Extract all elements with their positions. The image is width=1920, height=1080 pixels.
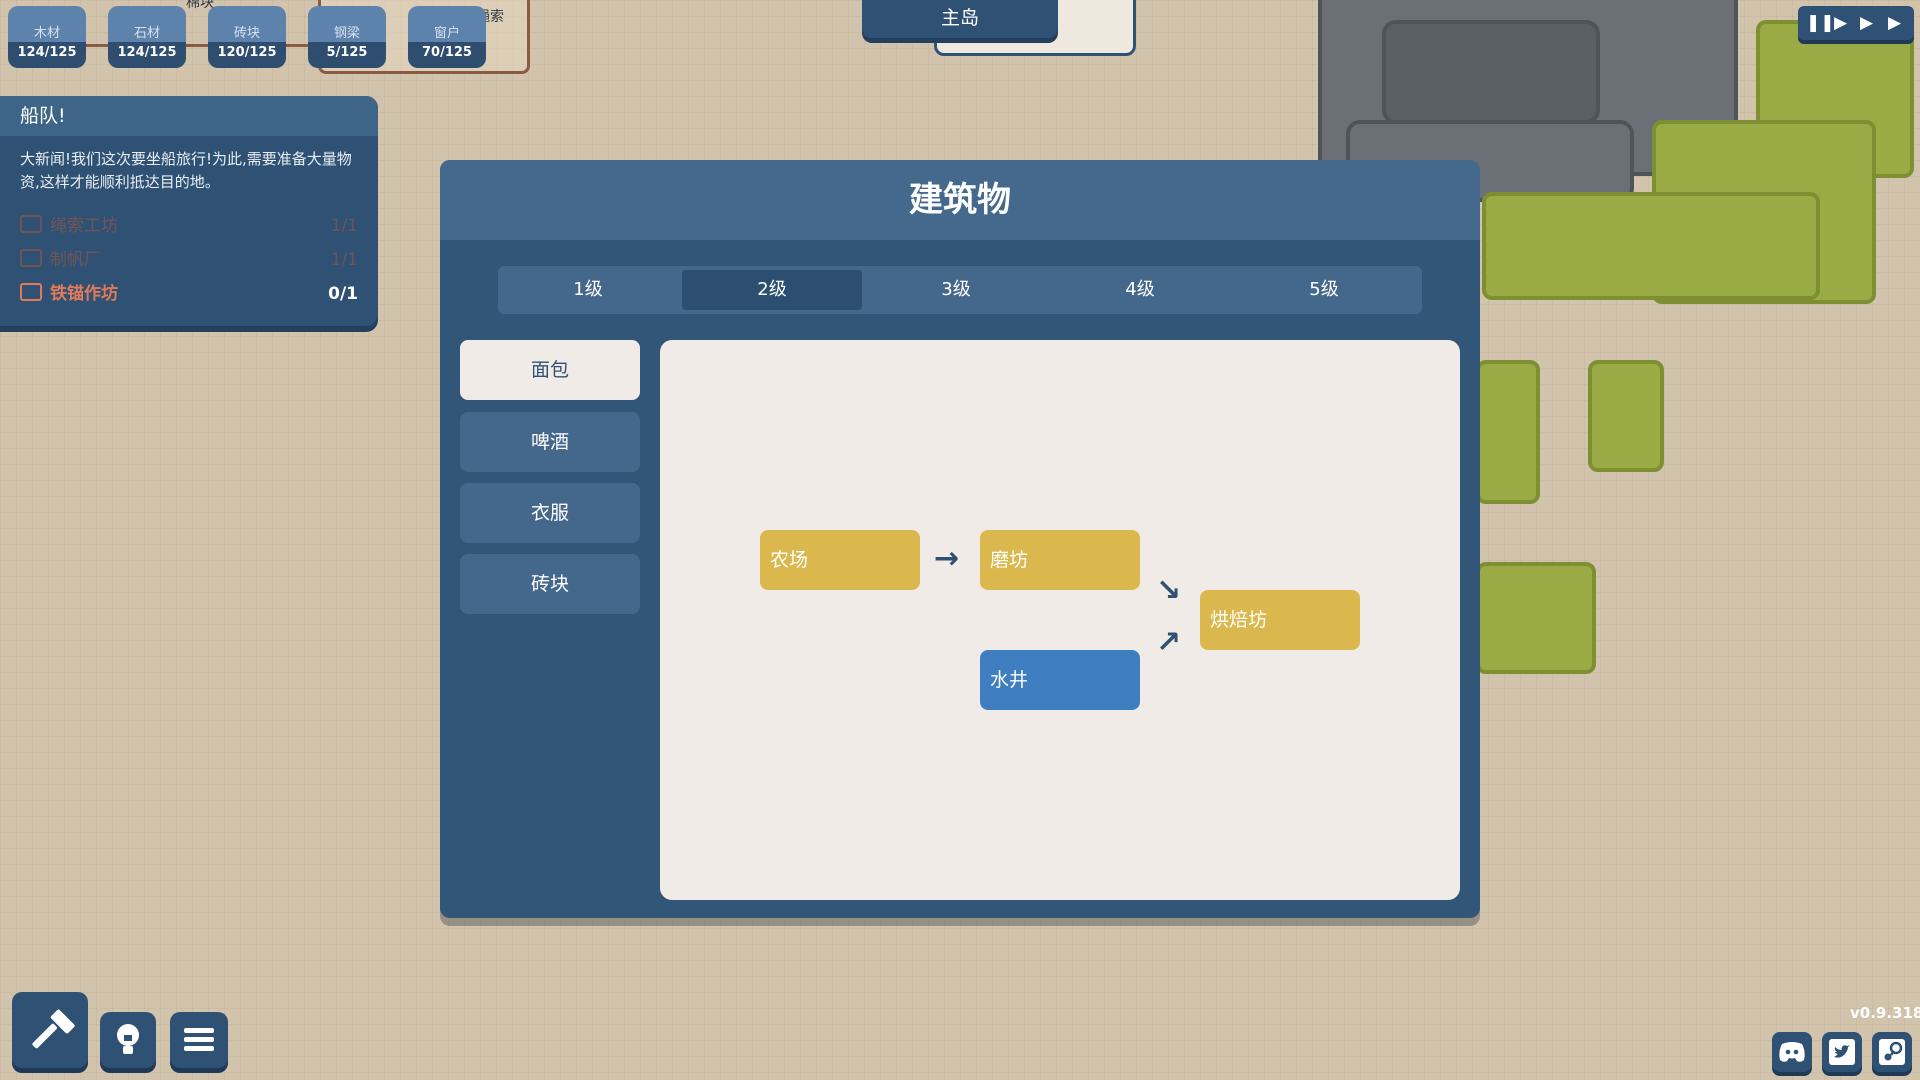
discord-button[interactable] bbox=[1772, 1032, 1812, 1072]
menu-icon bbox=[184, 1028, 214, 1051]
resource-name: 砖块 bbox=[233, 26, 260, 41]
resource-name: 木材 bbox=[33, 26, 60, 41]
category-clothes[interactable]: 衣服 bbox=[460, 483, 640, 543]
menu-button[interactable] bbox=[170, 1012, 228, 1068]
quest-item-count: 1/1 bbox=[330, 216, 358, 236]
map-grass-tile-small3 bbox=[1476, 562, 1596, 674]
steam-icon bbox=[1879, 1039, 1905, 1065]
production-chain-canvas: 农场 → 磨坊 水井 ↘ ↗ 烘焙坊 bbox=[660, 340, 1460, 900]
resource-value: 70/125 bbox=[408, 42, 486, 64]
resource-value: 124/125 bbox=[108, 42, 186, 64]
quest-panel[interactable]: 船队! 大新闻!我们这次要坐船旅行!为此,需要准备大量物资,这样才能顺利抵达目的… bbox=[0, 96, 378, 326]
version-label: v0.9.318 bbox=[1850, 1004, 1920, 1022]
category-beer[interactable]: 啤酒 bbox=[460, 412, 640, 472]
node-farm[interactable]: 农场 bbox=[760, 530, 920, 590]
resource-value: 124/125 bbox=[8, 42, 86, 64]
resource-name: 窗户 bbox=[433, 26, 460, 41]
fast-forward-icon[interactable]: ▶ bbox=[1860, 13, 1874, 33]
resource-value: 5/125 bbox=[308, 42, 386, 64]
quest-item-rope-workshop: 绳索工坊 1/1 bbox=[20, 212, 358, 240]
play-icon[interactable]: ▶ bbox=[1834, 13, 1848, 33]
tab-tier-4[interactable]: 4级 bbox=[1125, 279, 1155, 300]
map-grass-tile-small1 bbox=[1476, 360, 1540, 504]
node-well[interactable]: 水井 bbox=[980, 650, 1140, 710]
speed-controls: ❚❚ ▶ ▶ ▶ bbox=[1798, 6, 1914, 40]
checkbox-icon bbox=[20, 215, 42, 233]
hammer-icon bbox=[32, 1009, 75, 1049]
resource-name: 石材 bbox=[133, 26, 160, 41]
pause-icon[interactable]: ❚❚ bbox=[1806, 13, 1835, 33]
tab-tier-1[interactable]: 1级 bbox=[573, 279, 603, 300]
resource-chip-wood[interactable]: 木材 124/125 bbox=[8, 6, 86, 64]
resource-chip-steel-beam[interactable]: 钢梁 5/125 bbox=[308, 6, 386, 64]
resource-chip-window[interactable]: 窗户 70/125 bbox=[408, 6, 486, 64]
checkbox-icon bbox=[20, 283, 42, 301]
steam-button[interactable] bbox=[1872, 1032, 1912, 1072]
quest-item-anchor-workshop: 铁锚作坊 0/1 bbox=[20, 280, 358, 308]
resource-chip-brick[interactable]: 砖块 120/125 bbox=[208, 6, 286, 64]
quest-item-label: 制帆厂 bbox=[50, 250, 101, 270]
modal-title: 建筑物 bbox=[440, 160, 1480, 240]
map-rock-tile-inner bbox=[1382, 20, 1600, 124]
node-mill[interactable]: 磨坊 bbox=[980, 530, 1140, 590]
quest-title: 船队! bbox=[0, 96, 378, 136]
resource-frame-label-top: 棉块 bbox=[186, 0, 214, 11]
node-bakery[interactable]: 烘焙坊 bbox=[1200, 590, 1360, 650]
buildings-modal: 建筑物 1级 2级 3级 4级 5级 面包 啤酒 衣服 砖块 农场 → 磨坊 水… bbox=[440, 160, 1480, 918]
lightbulb-icon bbox=[117, 1024, 139, 1054]
fastest-icon[interactable]: ▶ bbox=[1888, 13, 1902, 33]
map-grass-tile-edge bbox=[1482, 192, 1820, 300]
island-tab-main[interactable]: 主岛 bbox=[862, 0, 1058, 38]
quest-item-label: 铁锚作坊 bbox=[50, 284, 118, 304]
arrow-mill-to-bakery: ↘ bbox=[1156, 573, 1182, 608]
discord-icon bbox=[1779, 1042, 1805, 1062]
twitter-icon bbox=[1829, 1039, 1855, 1065]
quest-item-count: 1/1 bbox=[330, 250, 358, 270]
category-bread[interactable]: 面包 bbox=[460, 340, 640, 400]
arrow-farm-to-mill: → bbox=[934, 541, 960, 576]
quest-item-count: 0/1 bbox=[328, 284, 358, 304]
tab-tier-2[interactable]: 2级 bbox=[682, 270, 862, 310]
build-hammer-button[interactable] bbox=[12, 992, 88, 1068]
map-grass-tile-small2 bbox=[1588, 360, 1664, 472]
quest-item-sail-factory: 制帆厂 1/1 bbox=[20, 246, 358, 274]
resource-name: 钢梁 bbox=[333, 26, 360, 41]
category-brick[interactable]: 砖块 bbox=[460, 554, 640, 614]
resource-value: 120/125 bbox=[208, 42, 286, 64]
resource-chip-stone[interactable]: 石材 124/125 bbox=[108, 6, 186, 64]
quest-description: 大新闻!我们这次要坐船旅行!为此,需要准备大量物资,这样才能顺利抵达目的地。 bbox=[20, 150, 352, 191]
arrow-well-to-bakery: ↗ bbox=[1156, 625, 1182, 660]
checkbox-icon bbox=[20, 249, 42, 267]
tier-tabs: 1级 2级 3级 4级 5级 bbox=[498, 266, 1422, 314]
tab-tier-5[interactable]: 5级 bbox=[1309, 279, 1339, 300]
hint-button[interactable] bbox=[100, 1012, 156, 1068]
tab-tier-3[interactable]: 3级 bbox=[941, 279, 971, 300]
quest-item-label: 绳索工坊 bbox=[50, 216, 118, 236]
twitter-button[interactable] bbox=[1822, 1032, 1862, 1072]
